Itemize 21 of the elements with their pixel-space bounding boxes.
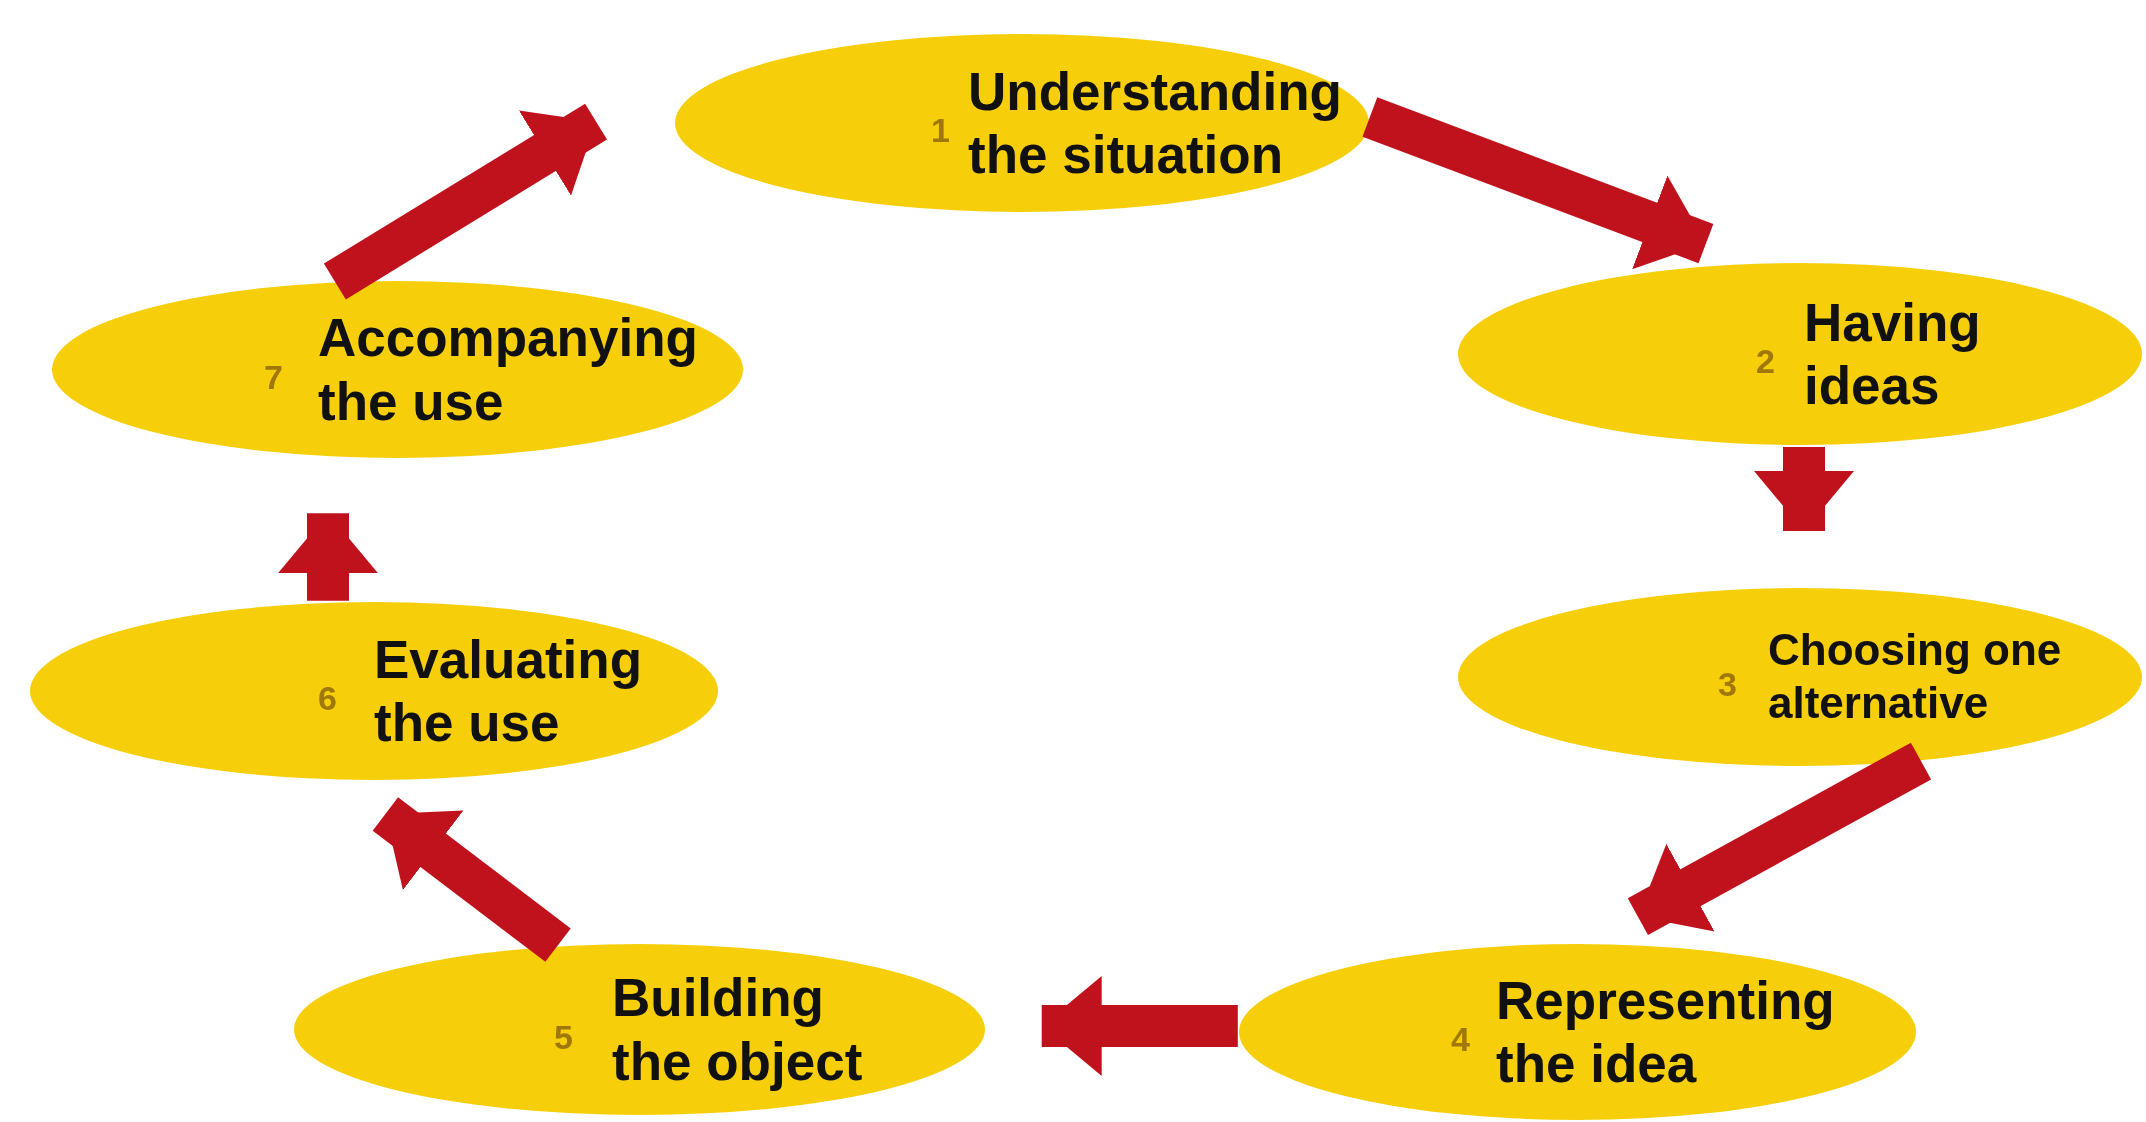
step-number: 2 [1756,344,1775,378]
arrow [1754,447,1854,531]
step-label: Having ideas [1804,291,1982,418]
step-number: 4 [1451,1022,1470,1056]
step-number: 5 [554,1019,573,1054]
arrow [323,103,608,300]
step-label: Accompanying the use [318,307,699,433]
arrow [1627,742,1932,935]
step-number: 1 [931,113,950,147]
step-number: 3 [1718,667,1737,701]
step-number: 7 [264,359,283,394]
step-label: Evaluating the use [374,628,643,755]
arrow [278,513,378,601]
step-label: Choosing one alternative [1768,624,2063,729]
arrow [1362,97,1714,270]
step-label: Representing the idea [1496,969,1836,1096]
step-label: Understanding the situation [968,60,1343,187]
arrow [1041,976,1238,1076]
step-number: 6 [318,681,337,715]
step-label: Building the object [612,967,864,1093]
arrow [372,797,571,962]
